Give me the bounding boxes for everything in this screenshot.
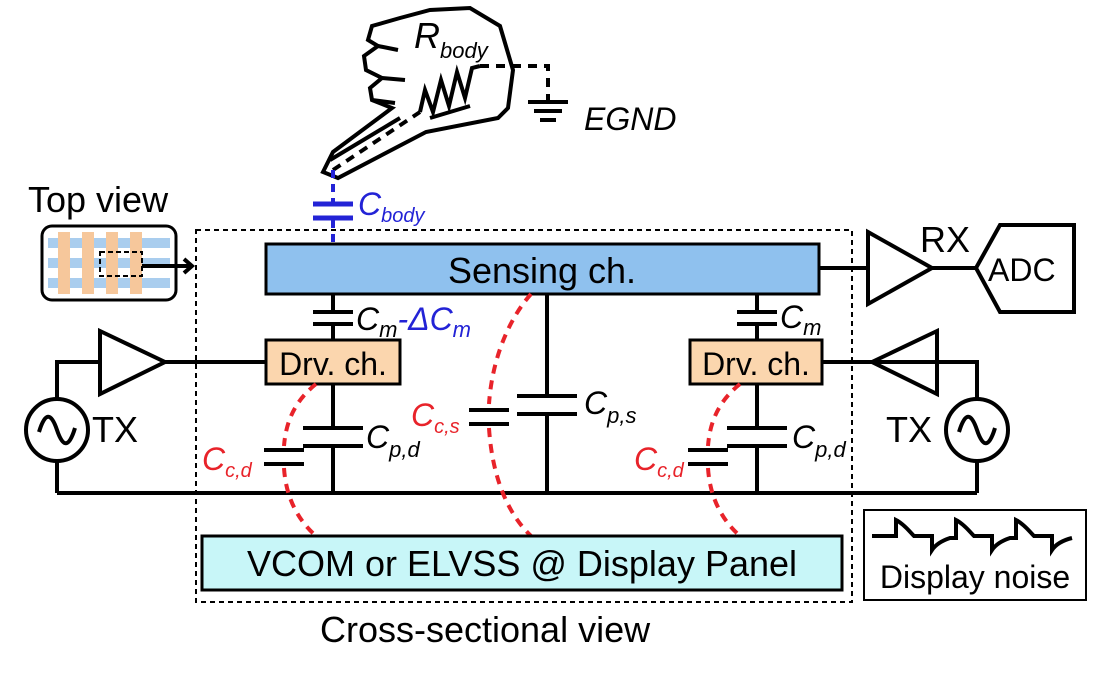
sensing-channel-label: Sensing ch. bbox=[448, 250, 636, 291]
rx-label: RX bbox=[920, 219, 970, 260]
cm-left-label: Cm-ΔCm bbox=[356, 301, 471, 342]
cross-section-caption: Cross-sectional view bbox=[320, 609, 651, 650]
hand-icon bbox=[320, 5, 516, 181]
ac-source-left-icon bbox=[24, 397, 90, 463]
ccd-left-label: Cc,d bbox=[202, 441, 253, 482]
c-body-label: Cbody bbox=[358, 186, 425, 227]
sensing-channel-bar bbox=[264, 242, 821, 296]
display-noise-label: Display noise bbox=[880, 559, 1070, 595]
cpd-left-label: Cp,d bbox=[366, 419, 420, 462]
display-panel-label: VCOM or ELVSS @ Display Panel bbox=[247, 543, 797, 584]
driver-channel-left-label: Drv. ch. bbox=[279, 346, 387, 382]
r-body-label: Rbody bbox=[414, 15, 490, 63]
cross-section-boundary bbox=[195, 229, 853, 603]
egnd-label: EGND bbox=[584, 101, 676, 137]
adc-block bbox=[973, 223, 1076, 314]
ccd-right-label: Cc,d bbox=[634, 441, 685, 482]
ac-source-right-icon bbox=[944, 397, 1010, 463]
top-view-title: Top view bbox=[28, 179, 169, 220]
body-resistor bbox=[418, 64, 481, 119]
tx-left-label: TX bbox=[92, 409, 138, 450]
tx-left-amplifier bbox=[98, 327, 170, 398]
cm-right-label: Cm bbox=[780, 299, 821, 340]
tx-right-label: TX bbox=[886, 409, 932, 450]
driver-channel-right-label: Drv. ch. bbox=[702, 346, 810, 382]
cpd-right-label: Cp,d bbox=[792, 419, 846, 462]
adc-label: ADC bbox=[988, 252, 1056, 288]
ccs-label: Cc,s bbox=[411, 397, 460, 438]
rx-amplifier bbox=[866, 228, 937, 308]
display-panel-bar bbox=[200, 534, 844, 592]
top-view-inset bbox=[40, 224, 196, 302]
cps-label: Cp,s bbox=[584, 385, 636, 428]
earth-ground-icon bbox=[528, 100, 568, 122]
display-noise-waveform bbox=[872, 516, 1073, 557]
cbody-capacitor bbox=[313, 201, 353, 221]
